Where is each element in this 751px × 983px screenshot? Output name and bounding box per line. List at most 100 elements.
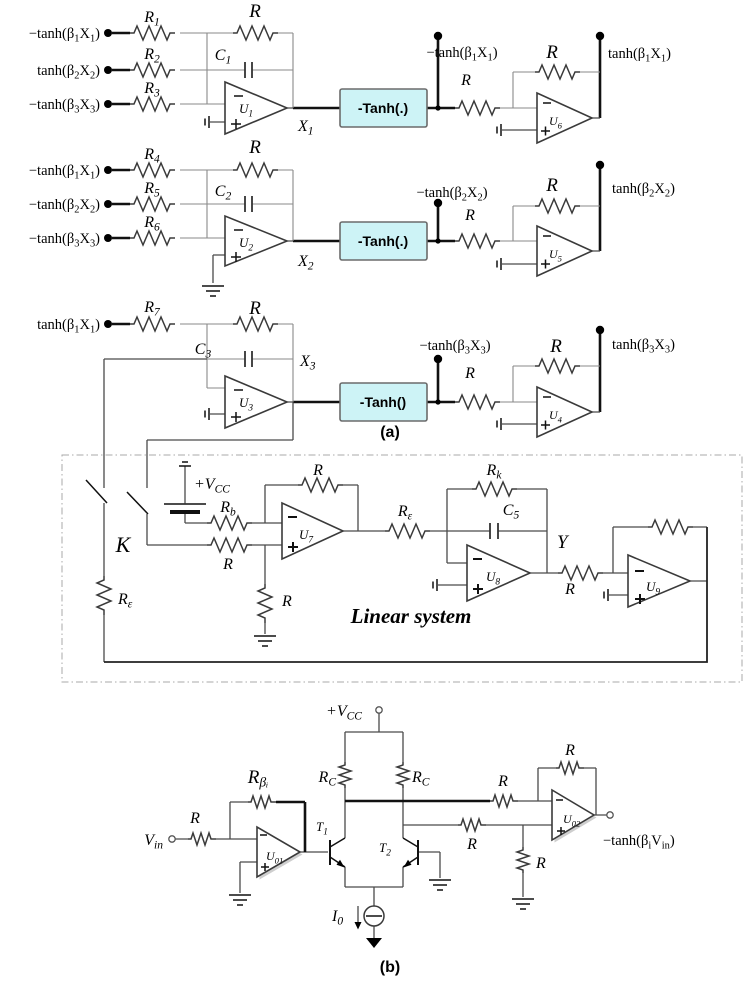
- node-dot: [104, 166, 112, 174]
- input-label: tanh(β2X2): [37, 63, 100, 82]
- opamp-u01: [256, 825, 302, 879]
- ground-icon: [511, 898, 535, 910]
- t1-emitter-arrow-icon: [336, 859, 345, 868]
- tanh-block-3-label: -Tanh(): [360, 394, 406, 410]
- opamp-label: U02: [563, 812, 581, 829]
- wires2: [212, 240, 600, 283]
- opamp-u4: [536, 385, 594, 439]
- vcc-label: +VCC: [326, 703, 362, 723]
- vcc-terminal: [375, 706, 383, 714]
- capacitor-label: C5: [503, 502, 520, 522]
- ground-icon: [603, 588, 609, 602]
- output-dot: [595, 325, 605, 335]
- state-label: X3: [299, 353, 316, 373]
- resistor-label: R6: [143, 214, 160, 234]
- resistor-label: Rk: [486, 462, 503, 482]
- resistor-buffer-feedback: [534, 358, 581, 374]
- output-terminal: [606, 811, 614, 819]
- opamp-u02: [551, 788, 596, 842]
- wires2: [103, 358, 600, 488]
- resistor-label: R4: [143, 146, 160, 166]
- resistor-label: R1: [143, 9, 160, 29]
- resistor-top: [489, 794, 519, 808]
- resistor-r5: [129, 196, 176, 212]
- ground-icon: [253, 635, 277, 647]
- capacitor-c2: [244, 196, 253, 212]
- series-resistor-label: R: [464, 207, 475, 224]
- opamp-u1: [224, 80, 290, 136]
- vin-label: Vin: [144, 832, 163, 852]
- opamp-u7: [281, 501, 345, 561]
- resistor-r2: [129, 62, 176, 78]
- opamp-signs: [288, 516, 645, 604]
- resistor-buffer-feedback: [534, 64, 581, 80]
- resistor-label: RC: [411, 769, 430, 789]
- node-dot: [104, 200, 112, 208]
- resistor-label: R2: [143, 46, 160, 66]
- resistor-r-epsilon-series: [384, 523, 431, 539]
- ground-arrow-icon: [366, 938, 382, 948]
- integrator-row-3: -Tanh() tanh(β1X1) R7 R C3 U3 X3 −tanh(β…: [37, 298, 675, 488]
- buffer-feedback-label: R: [549, 336, 562, 357]
- wires-thick: [112, 165, 602, 251]
- resistor-rk: [471, 481, 518, 497]
- resistor-r-series: [557, 565, 604, 581]
- opamp-signs: [231, 95, 551, 136]
- resistor-label: Rb: [219, 499, 236, 519]
- t2-emitter-arrow-icon: [403, 859, 412, 868]
- resistor-r3: [129, 96, 176, 112]
- resistor-ground: [516, 846, 530, 874]
- opamp-label: U9: [646, 579, 660, 598]
- ground-icon: [496, 123, 502, 137]
- buffer-feedback-label: R: [545, 175, 558, 196]
- buffer-feedback-label: R: [545, 42, 558, 63]
- ground-icon: [201, 285, 225, 297]
- output-label: tanh(β1X1): [608, 46, 671, 65]
- resistor-label: Rε: [397, 503, 413, 523]
- resistor-r-in: [206, 537, 253, 553]
- resistor-label: RC: [318, 769, 337, 789]
- tap-dot: [433, 354, 443, 364]
- node-dot: [104, 66, 112, 74]
- ground-icon: [432, 578, 438, 592]
- linear-system-boundary: [61, 454, 743, 683]
- wires: [103, 466, 707, 662]
- opamp-u9: [627, 553, 693, 609]
- current-label: I0: [331, 908, 343, 928]
- ground-icon: [204, 407, 210, 421]
- resistor-series: [454, 100, 501, 116]
- battery-top-bars: [179, 461, 191, 467]
- capacitor-c1: [244, 62, 253, 78]
- resistor-feedback: [232, 162, 279, 178]
- state-label: X2: [297, 253, 314, 273]
- transistor-t2: [402, 837, 419, 868]
- resistor-label: Rε: [117, 591, 133, 611]
- feedback-resistor-label: R: [248, 298, 261, 319]
- wires: [180, 32, 600, 109]
- wires-thick: [112, 31, 602, 118]
- switch-label: K: [115, 532, 132, 557]
- capacitor-label: C3: [195, 341, 212, 361]
- ground-icon: [204, 115, 210, 129]
- wires: [180, 169, 600, 242]
- resistor-series: [454, 394, 501, 410]
- resistor-label: R: [497, 773, 508, 790]
- feedback-resistor-label: R: [248, 1, 261, 22]
- vcc-label: +VCC: [194, 476, 230, 496]
- node-dot: [104, 29, 112, 37]
- resistor-buffer-feedback: [534, 198, 581, 214]
- tap-label: −tanh(β1X1): [426, 45, 497, 64]
- input-label: −tanh(β3X3): [29, 231, 100, 250]
- tap-dot: [433, 31, 443, 41]
- current-source-icon: [363, 905, 385, 927]
- node-dot: [104, 234, 112, 242]
- transistor-t1: [329, 837, 346, 868]
- opamp-u8: [466, 543, 532, 603]
- resistor-r-ground: [257, 583, 273, 624]
- opamp-label: U7: [299, 527, 313, 546]
- resistor-rc-left: [338, 761, 352, 789]
- opamp-label: U2: [239, 235, 253, 254]
- resistor-input: [187, 832, 217, 846]
- input-label: −tanh(β1X1): [29, 163, 100, 182]
